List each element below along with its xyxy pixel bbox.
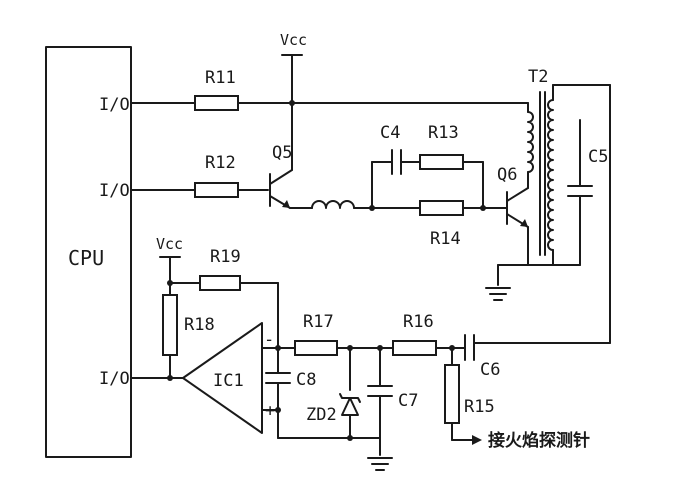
resistor-r14 <box>419 200 464 216</box>
ground-symbol-bottom <box>367 457 393 471</box>
ic1-label: IC1 <box>213 371 244 391</box>
c5-label: C5 <box>588 147 608 167</box>
r19-label: R19 <box>210 247 241 267</box>
capacitor-c5 <box>567 185 593 197</box>
opamp-minus-label: - <box>264 330 274 350</box>
r12-label: R12 <box>205 153 236 173</box>
resistor-r15 <box>444 364 460 424</box>
c7-label: C7 <box>398 391 418 411</box>
resistor-r13 <box>419 154 464 170</box>
capacitor-c6 <box>464 334 475 361</box>
resistor-r19 <box>199 275 241 291</box>
resistor-r12 <box>194 182 239 198</box>
q6-label: Q6 <box>497 165 517 185</box>
transistor-q6 <box>506 187 529 228</box>
capacitor-c7 <box>367 385 393 397</box>
resistor-r17 <box>294 340 338 356</box>
r16-label: R16 <box>403 312 434 332</box>
r14-label: R14 <box>430 229 461 249</box>
transistor-q5 <box>269 102 293 209</box>
r15-label: R15 <box>464 397 495 417</box>
r11-label: R11 <box>205 68 236 88</box>
r17-label: R17 <box>303 312 334 332</box>
ground-symbol-q6 <box>485 287 511 301</box>
flame-probe-label: 接火焰探测针 <box>488 430 590 451</box>
cpu-label: CPU <box>68 246 104 270</box>
transformer-t2 <box>527 84 554 266</box>
vcc-left-symbol: Vcc <box>156 235 183 296</box>
t2-label: T2 <box>528 67 548 87</box>
vcc-top-label: Vcc <box>280 31 307 49</box>
inductor <box>311 200 355 209</box>
c6-label: C6 <box>480 360 500 380</box>
opamp-ic1 <box>182 322 263 434</box>
q5-label: Q5 <box>272 143 292 163</box>
cpu-block <box>45 46 132 458</box>
io-pin-1-label: I/O <box>99 95 130 115</box>
r18-label: R18 <box>184 315 215 335</box>
zd2-label: ZD2 <box>306 405 337 425</box>
c4-label: C4 <box>380 123 400 143</box>
resistor-r11 <box>194 95 239 111</box>
resistor-r16 <box>392 340 437 356</box>
io-pin-2-label: I/O <box>99 181 130 201</box>
io-pin-3-label: I/O <box>99 369 130 389</box>
capacitor-c8 <box>265 372 291 384</box>
vcc-left-label: Vcc <box>156 235 183 253</box>
zener-diode-zd2 <box>339 347 361 439</box>
vcc-top-symbol: Vcc <box>280 31 307 104</box>
capacitor-c4 <box>391 149 402 175</box>
r13-label: R13 <box>428 123 459 143</box>
c8-label: C8 <box>296 370 316 390</box>
resistor-r18 <box>162 294 178 356</box>
